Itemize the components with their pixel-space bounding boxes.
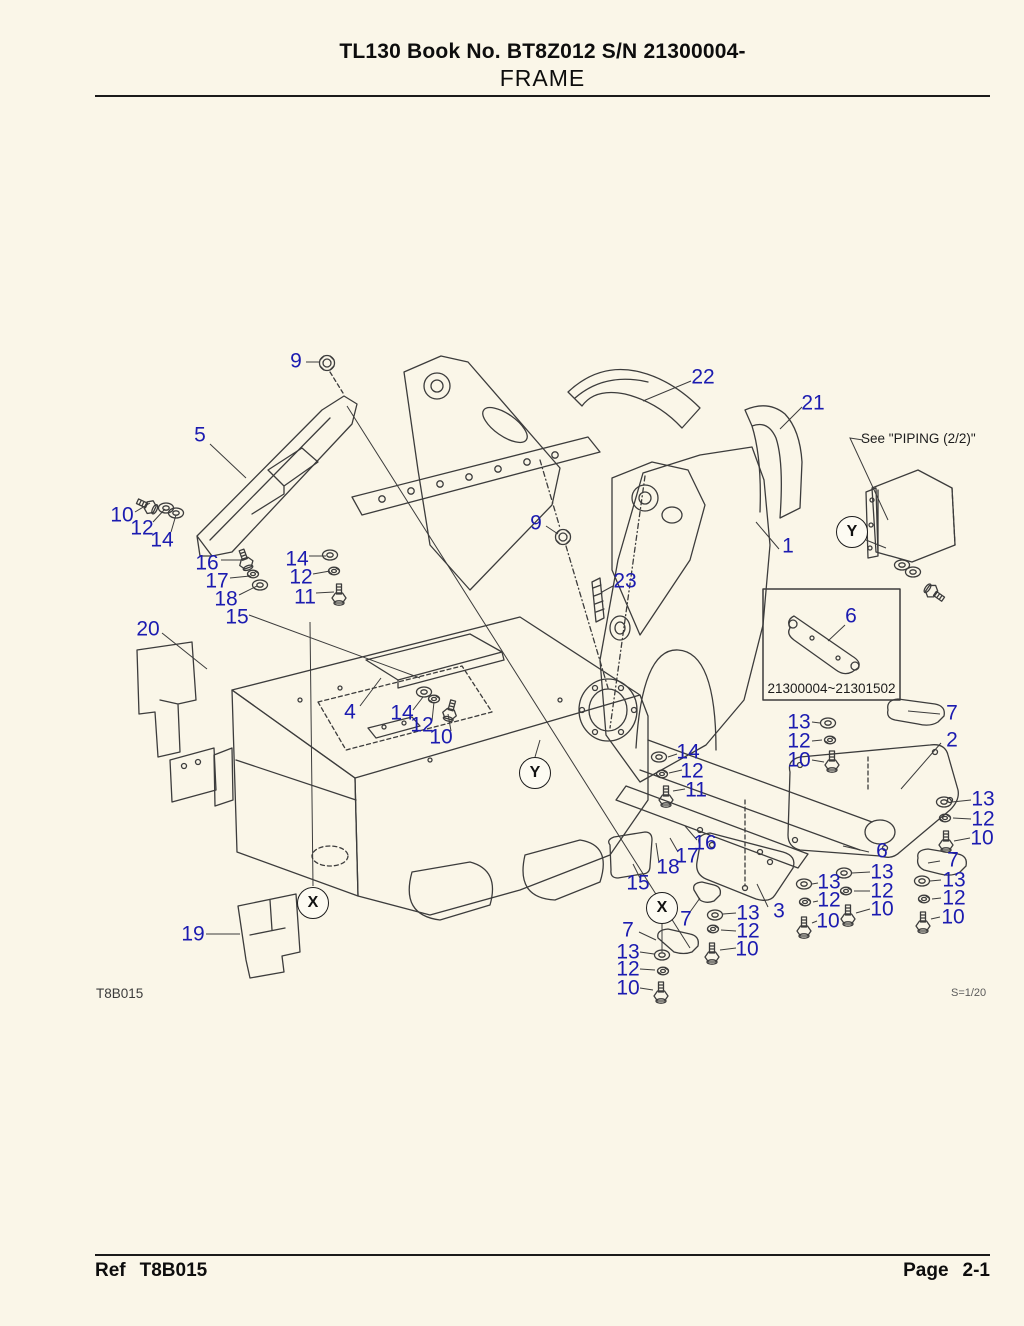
part-callout-7: 7 [946,701,958,725]
part-callout-10: 10 [941,905,965,929]
footer-page: Page 2-1 [903,1260,990,1282]
part-callout-10: 10 [870,897,894,921]
part-callout-12: 12 [971,807,995,831]
part-callout-7: 7 [947,848,959,872]
part-callout-9: 9 [530,511,542,535]
part-callout-15: 15 [225,605,249,629]
part-callout-21: 21 [801,391,825,415]
view-marker-Y: Y [836,516,868,548]
part-callout-17: 17 [675,844,699,868]
part-callout-7: 7 [622,918,634,942]
part-callout-10: 10 [429,725,453,749]
part-callout-12: 12 [870,879,894,903]
footer-ref-label: Ref [95,1260,126,1281]
part-callout-16: 16 [195,551,219,575]
part-callout-6: 6 [876,839,888,863]
part-callout-10: 10 [616,976,640,1000]
footer-ref: Ref T8B015 [95,1260,207,1282]
part-callout-20: 20 [136,617,160,641]
view-marker-Y: Y [519,757,551,789]
part-callout-23: 23 [613,569,637,593]
part-callout-13: 13 [942,868,966,892]
part-callout-14: 14 [390,701,414,725]
part-callout-7: 7 [680,907,692,931]
part-callout-13: 13 [736,901,760,925]
part-callout-3: 3 [773,899,785,923]
part-callout-19: 19 [181,922,205,946]
part-callout-5: 5 [194,423,206,447]
part-callout-14: 14 [150,528,174,552]
part-callout-12: 12 [787,729,811,753]
section-title: FRAME [499,65,586,91]
view-marker-X: X [297,887,329,919]
part-callout-12: 12 [942,886,966,910]
part-callout-12: 12 [680,759,704,783]
part-callout-18: 18 [656,855,680,879]
part-callout-10: 10 [787,748,811,772]
part-callout-13: 13 [817,870,841,894]
part-callout-12: 12 [616,957,640,981]
part-callout-13: 13 [787,710,811,734]
part-callout-10: 10 [816,909,840,933]
part-callout-22: 22 [691,365,715,389]
part-callout-17: 17 [205,569,229,593]
footer-rule [95,1254,990,1256]
part-callout-9: 9 [290,349,302,373]
part-callout-12: 12 [736,919,760,943]
part-callout-12: 12 [289,565,313,589]
drawing-code-label: T8B015 [96,986,144,1001]
part-callout-12: 12 [130,516,154,540]
part-callout-2: 2 [946,728,958,752]
footer-page-label: Page [903,1260,949,1281]
part-callout-14: 14 [285,547,309,571]
see-piping-note: See "PIPING (2/2)" [861,431,976,446]
view-marker-X: X [646,892,678,924]
part-callout-1: 1 [782,534,794,558]
part-callout-14: 14 [676,740,700,764]
footer-ref-value: T8B015 [139,1260,208,1281]
scale-note: S=1/20 [951,987,987,999]
part-callout-11: 11 [294,585,316,609]
part-callout-12: 12 [817,888,841,912]
page-header: TL130 Book No. BT8Z012 S/N 21300004- FRA… [95,40,990,92]
part-callout-13: 13 [971,787,995,811]
part-callout-11: 11 [685,778,707,802]
header-rule [95,95,990,97]
part-callout-10: 10 [735,937,759,961]
part-callout-13: 13 [616,940,640,964]
part-callout-18: 18 [214,587,238,611]
page-footer: Ref T8B015 Page 2-1 [95,1260,990,1282]
part-callout-15: 15 [626,871,650,895]
footer-page-value: 2-1 [962,1260,990,1281]
part-callout-10: 10 [110,503,134,527]
part-callout-6: 6 [845,604,857,628]
part-callout-16: 16 [693,831,717,855]
part-callout-12: 12 [410,713,434,737]
part-callout-13: 13 [870,860,894,884]
book-title: TL130 Book No. BT8Z012 S/N 21300004- [339,40,746,63]
serial-range-label: 21300004~21301502 [767,681,896,696]
part-callout-10: 10 [970,826,994,850]
part-callout-4: 4 [344,700,356,724]
